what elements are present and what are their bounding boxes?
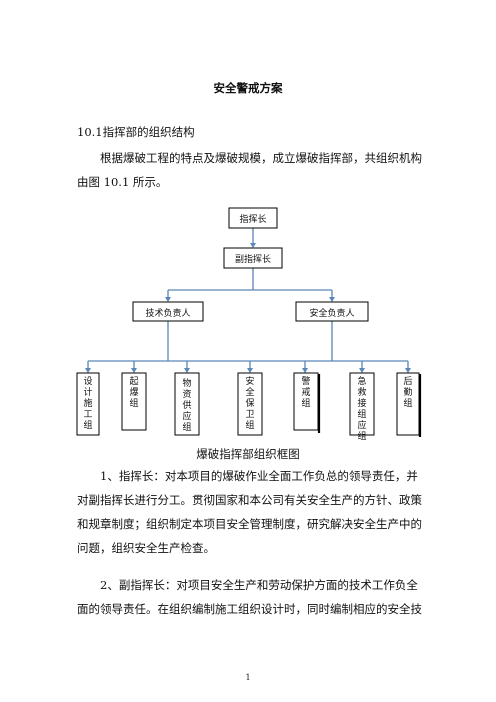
item1-paragraph: 1、指挥长：对本项目的爆破作业全面工作负总的领导责任，并 对副指挥长进行分工。贯…: [77, 464, 422, 560]
intro-paragraph: 根据爆破工程的特点及爆破规模，成立爆破指挥部，共组织机构 由图 10.1 所示。: [77, 146, 422, 194]
org-group-box: 设计施工组: [83, 377, 93, 431]
page-number: 1: [245, 673, 251, 682]
item2-line: 2、副指挥长：对项目安全生产和劳动保护方面的技术工作负全: [100, 578, 418, 592]
item1-line: 问题，组织安全生产检查。: [77, 541, 215, 555]
item1-line: 1、指挥长：对本项目的爆破作业全面工作负总的领导责任，并: [100, 469, 418, 483]
item2-paragraph: 2、副指挥长：对项目安全生产和劳动保护方面的技术工作负全 面的领导责任。在组织编…: [77, 573, 422, 621]
org-group-box: 安全保卫组: [245, 377, 255, 431]
org-deputy-box: 副指挥长: [234, 255, 271, 265]
section-heading: 10.1指挥部的组织结构: [77, 125, 195, 139]
org-lead-box: 技术负责人: [145, 309, 191, 319]
org-group-box: 警戒组: [301, 377, 311, 409]
intro-line: 由图 10.1 所示。: [77, 175, 168, 189]
figure-caption: 爆破指挥部组织框图: [196, 447, 300, 461]
intro-line: 根据爆破工程的特点及爆破规模，成立爆破指挥部，共组织机构: [100, 151, 422, 165]
org-group-box: 物资供应组: [182, 379, 192, 433]
org-lead-box: 安全负责人: [309, 309, 355, 319]
item1-line: 和规章制度；组织制定本项目安全管理制度，研究解决安全生产中的: [77, 517, 422, 531]
org-group-box: 急救接组应组: [357, 377, 367, 442]
document-title: 安全警戒方案: [213, 81, 283, 95]
item2-line: 面的领导责任。在组织编制施工组织设计时，同时编制相应的安全技: [77, 602, 422, 616]
org-group-box: 后勤组: [403, 377, 413, 409]
org-top-box: 指挥长: [239, 215, 267, 225]
item1-line: 对副指挥长进行分工。贯彻国家和本公司有关安全生产的方针、政策: [77, 493, 422, 507]
org-group-box: 起爆组: [129, 377, 139, 409]
